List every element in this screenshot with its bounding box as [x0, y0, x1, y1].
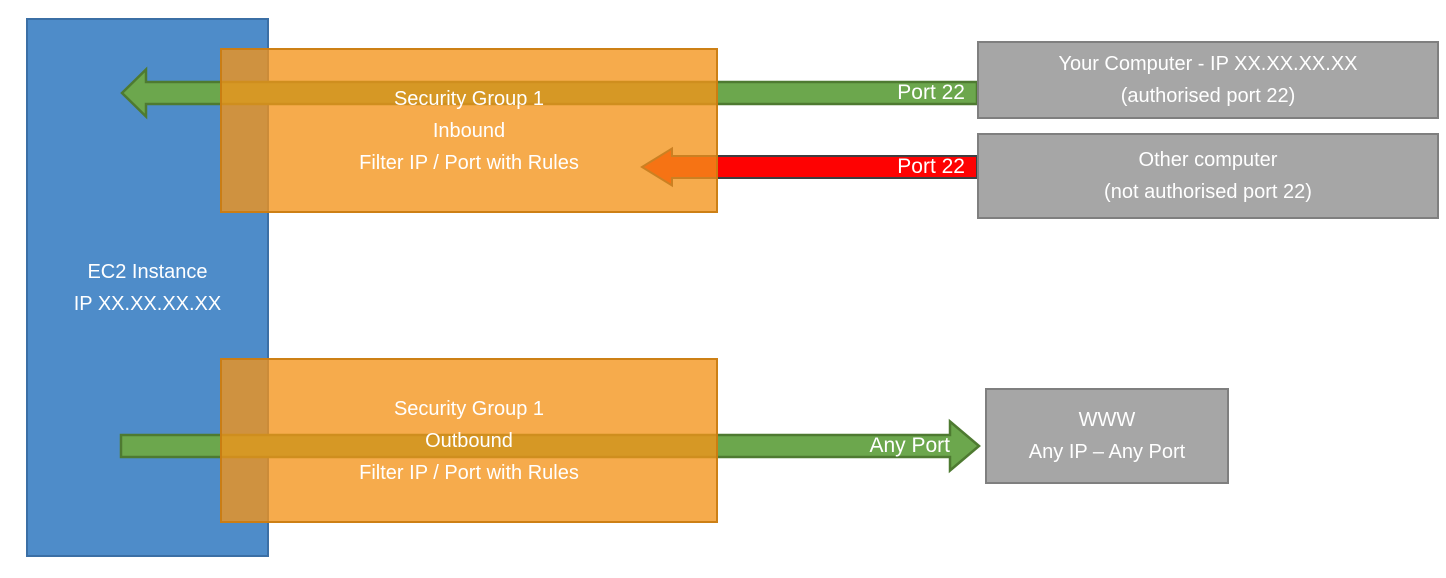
sg-inbound-direction: Inbound [432, 119, 506, 142]
www-note: Any IP – Any Port [1028, 441, 1186, 463]
inbound-blocked-port-label: Port 22 [897, 155, 965, 178]
www-title: WWW [1078, 409, 1136, 431]
your-computer-title: Your Computer - IP XX.XX.XX.XX [1058, 53, 1358, 75]
ec2-instance-ip: IP XX.XX.XX.XX [73, 292, 222, 315]
sg-outbound-direction: Outbound [425, 429, 513, 452]
sg-outbound-description: Filter IP / Port with Rules [359, 461, 579, 484]
sg-inbound-name: Security Group 1 [393, 87, 545, 110]
www-box: WWW Any IP – Any Port [985, 388, 1229, 484]
sg-inbound-description: Filter IP / Port with Rules [359, 151, 579, 174]
outbound-port-label: Any Port [869, 434, 950, 457]
security-group-outbound-box: Security Group 1 Outbound Filter IP / Po… [220, 358, 718, 523]
ec2-instance-title: EC2 Instance [87, 260, 208, 283]
other-computer-title: Other computer [1138, 149, 1278, 171]
other-computer-note: (not authorised port 22) [1104, 181, 1312, 203]
your-computer-note: (authorised port 22) [1120, 85, 1296, 107]
sg-outbound-name: Security Group 1 [393, 397, 545, 420]
security-group-inbound-box: Security Group 1 Inbound Filter IP / Por… [220, 48, 718, 213]
other-computer-box: Other computer (not authorised port 22) [977, 133, 1439, 219]
your-computer-box: Your Computer - IP XX.XX.XX.XX (authoris… [977, 41, 1439, 119]
inbound-allowed-port-label: Port 22 [897, 81, 965, 104]
